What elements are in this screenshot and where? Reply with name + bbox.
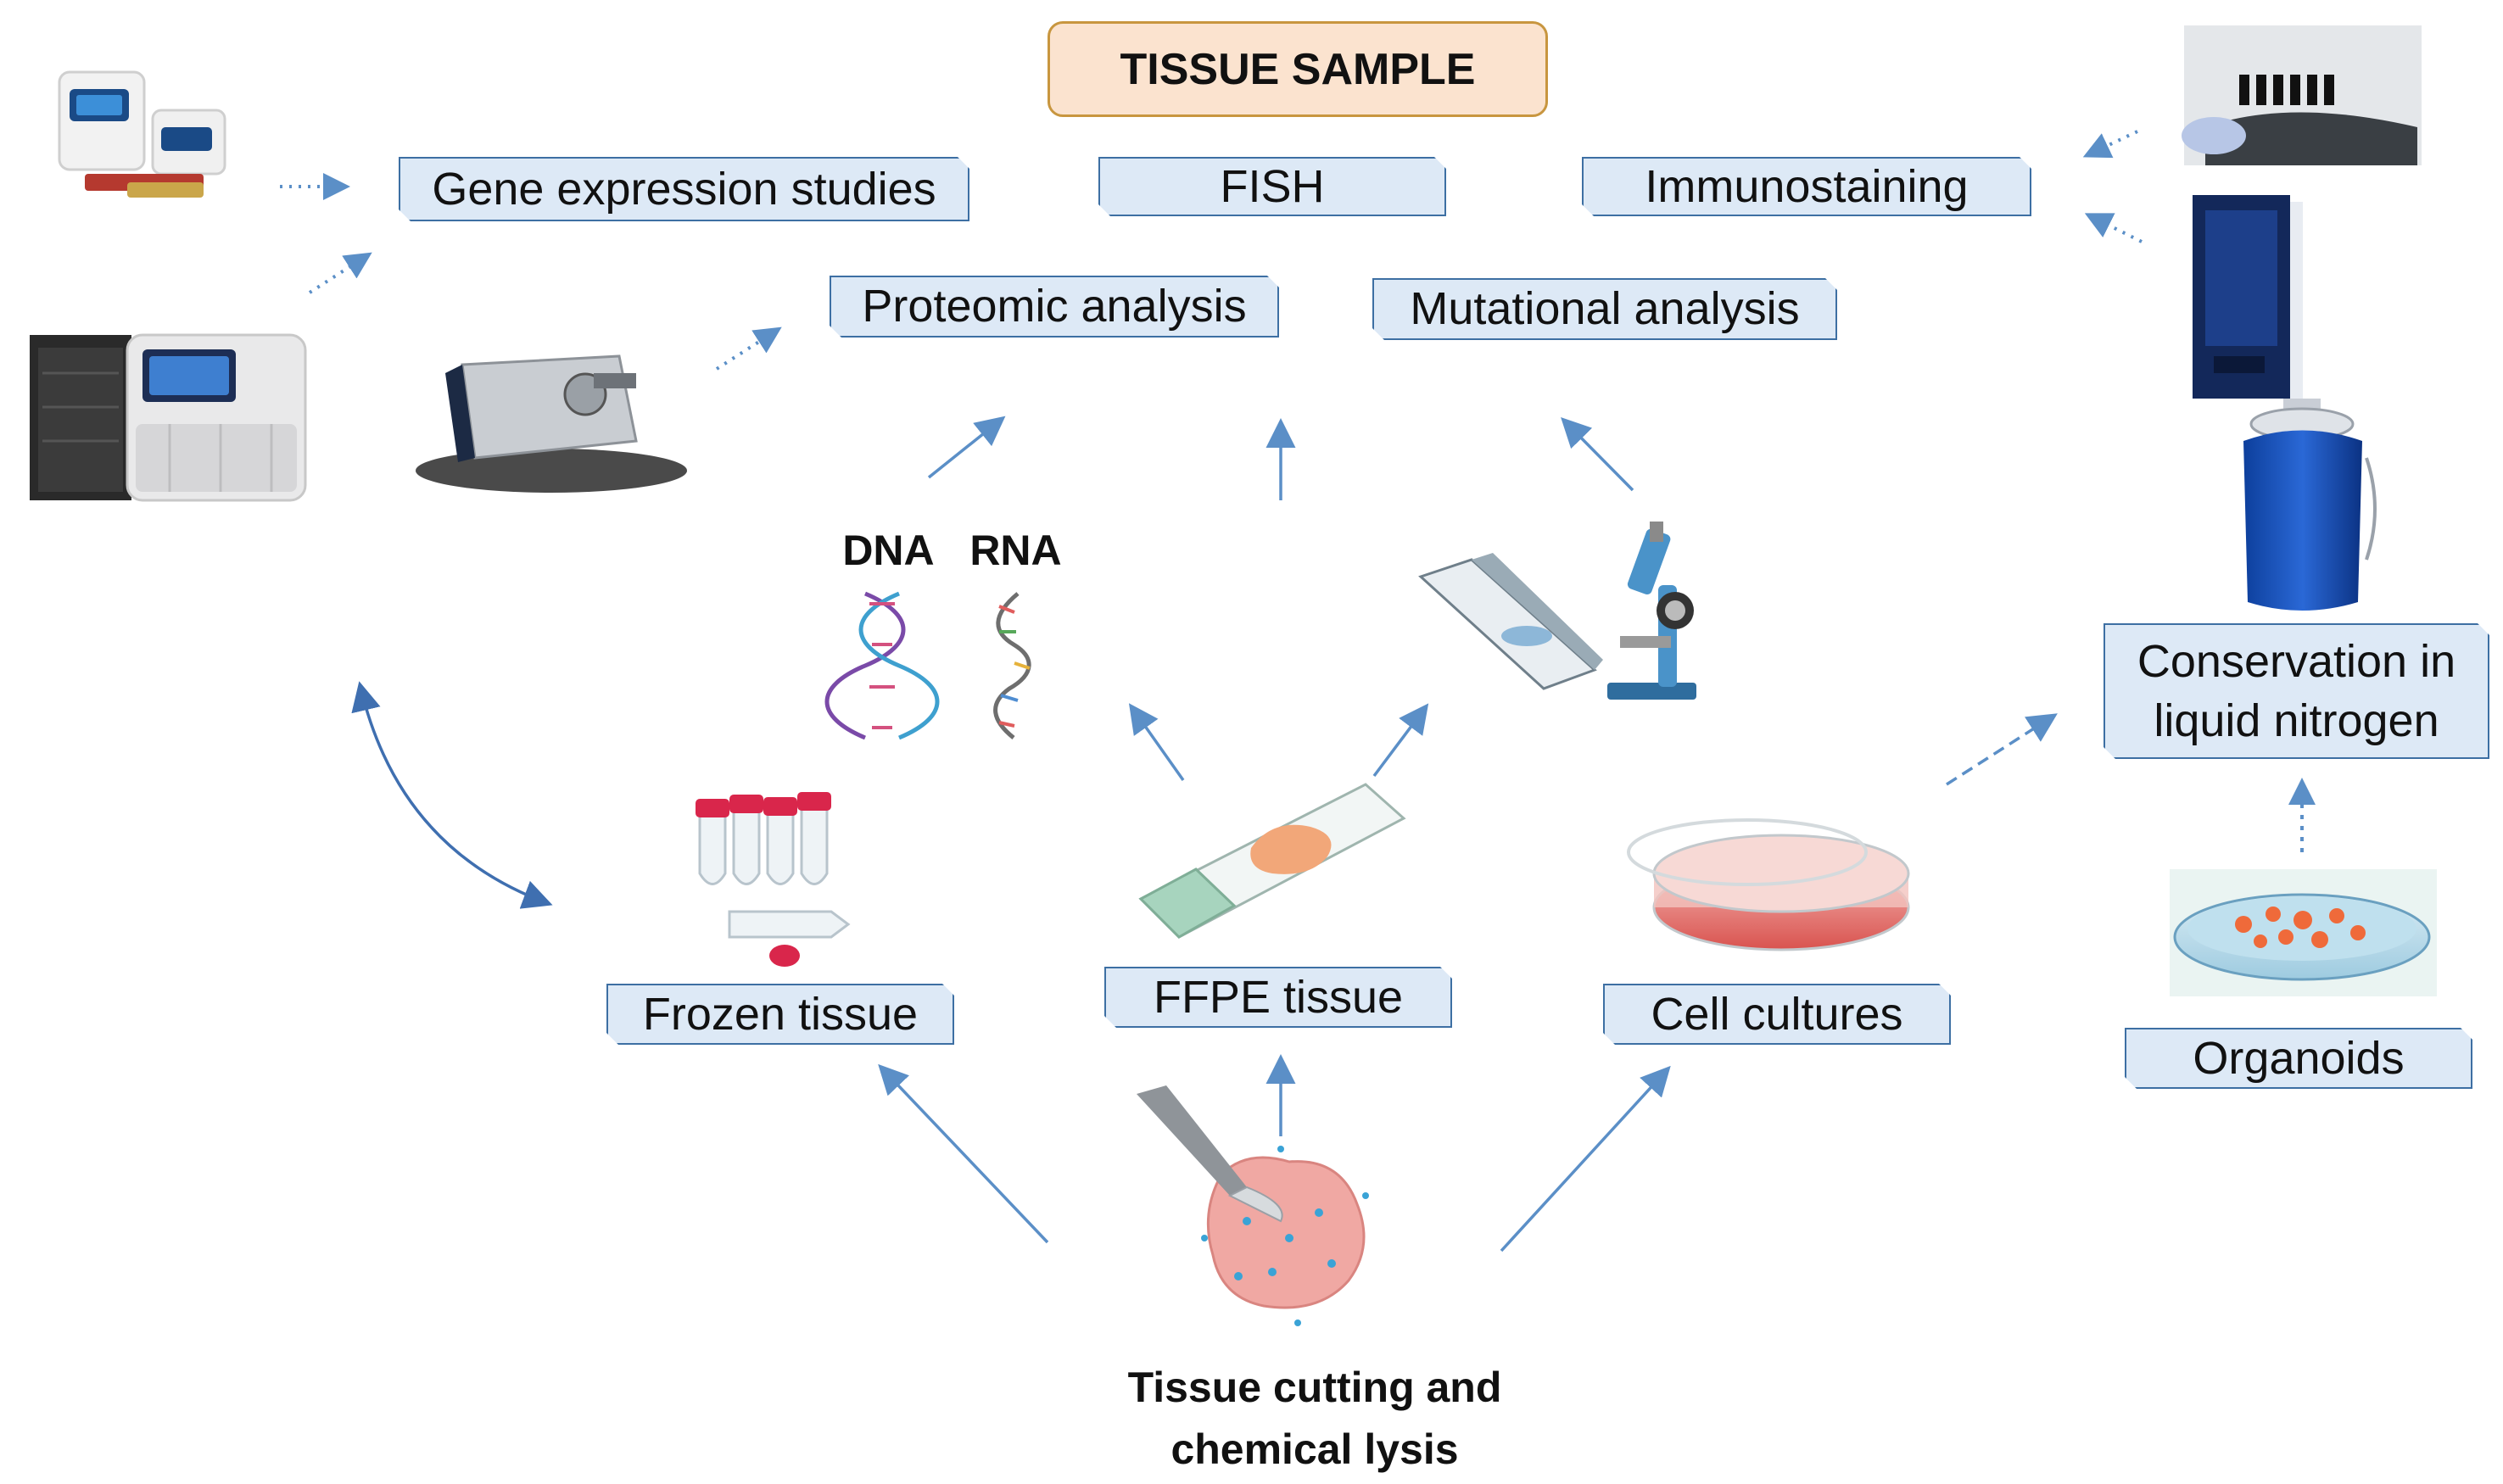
arrow-microscopy-to-mutational [1561,417,1634,492]
microscope-icon [1607,522,1696,700]
sequencer-image [30,333,307,502]
label-cell-cultures: Cell cultures [1603,984,1951,1045]
label-gene-expression: Gene expression studies [399,157,969,221]
organoids-dish-image [2170,869,2437,996]
arrow-scanner-to-immunostaining [2084,213,2143,243]
label-organoids: Organoids [2125,1028,2472,1089]
arrow-cutting-to-frozen [878,1063,1049,1244]
slide-scanner-image [2193,195,2303,399]
immunostainer-image [2182,25,2422,165]
label-conservation: Conservation in liquid nitrogen [2104,623,2489,759]
thermocycler-image [58,70,226,198]
arrow-sequencer-to-gene-expression [308,252,372,294]
title-tissue-sample: TISSUE SAMPLE [1048,21,1548,117]
label-dna: DNA [842,527,935,574]
rna-strand-icon [993,592,1031,739]
label-rna: RNA [969,527,1062,574]
ffpe-slide-image [1138,783,1406,939]
arrow-ffpe-to-dna-rna [1128,703,1185,782]
arrow-ffpe-to-microscopy [1372,703,1429,778]
label-mutational: Mutational analysis [1372,278,1837,340]
dna-helix-icon [824,591,940,740]
arrow-immunostainer-to-immunostaining [2082,130,2138,159]
label-proteomic: Proteomic analysis [830,276,1279,338]
mass-spectrometer-image [416,354,687,493]
arrow-frozen-bidirectional-instruments [351,681,553,909]
label-ffpe-tissue: FFPE tissue [1104,967,1452,1028]
label-tissue-cutting: Tissue cutting and chemical lysis [1127,1364,1502,1473]
arrow-massspec-to-proteomic [715,326,782,371]
label-frozen-tissue: Frozen tissue [606,984,954,1045]
petri-dish-image [1627,818,1910,951]
tissue-cutting-image [1137,1085,1369,1326]
frozen-tubes-image [696,792,851,967]
label-fish: FISH [1098,157,1446,216]
label-immunostaining: Immunostaining [1582,157,2031,216]
microscope-slide-image [1418,553,1603,690]
liquid-nitrogen-dewar-image [2243,399,2377,611]
arrow-nucleic-to-proteomic [927,416,1006,479]
arrow-cutting-to-cell-cultures [1500,1065,1671,1252]
arrow-cultures-to-conservation [1946,713,2058,786]
